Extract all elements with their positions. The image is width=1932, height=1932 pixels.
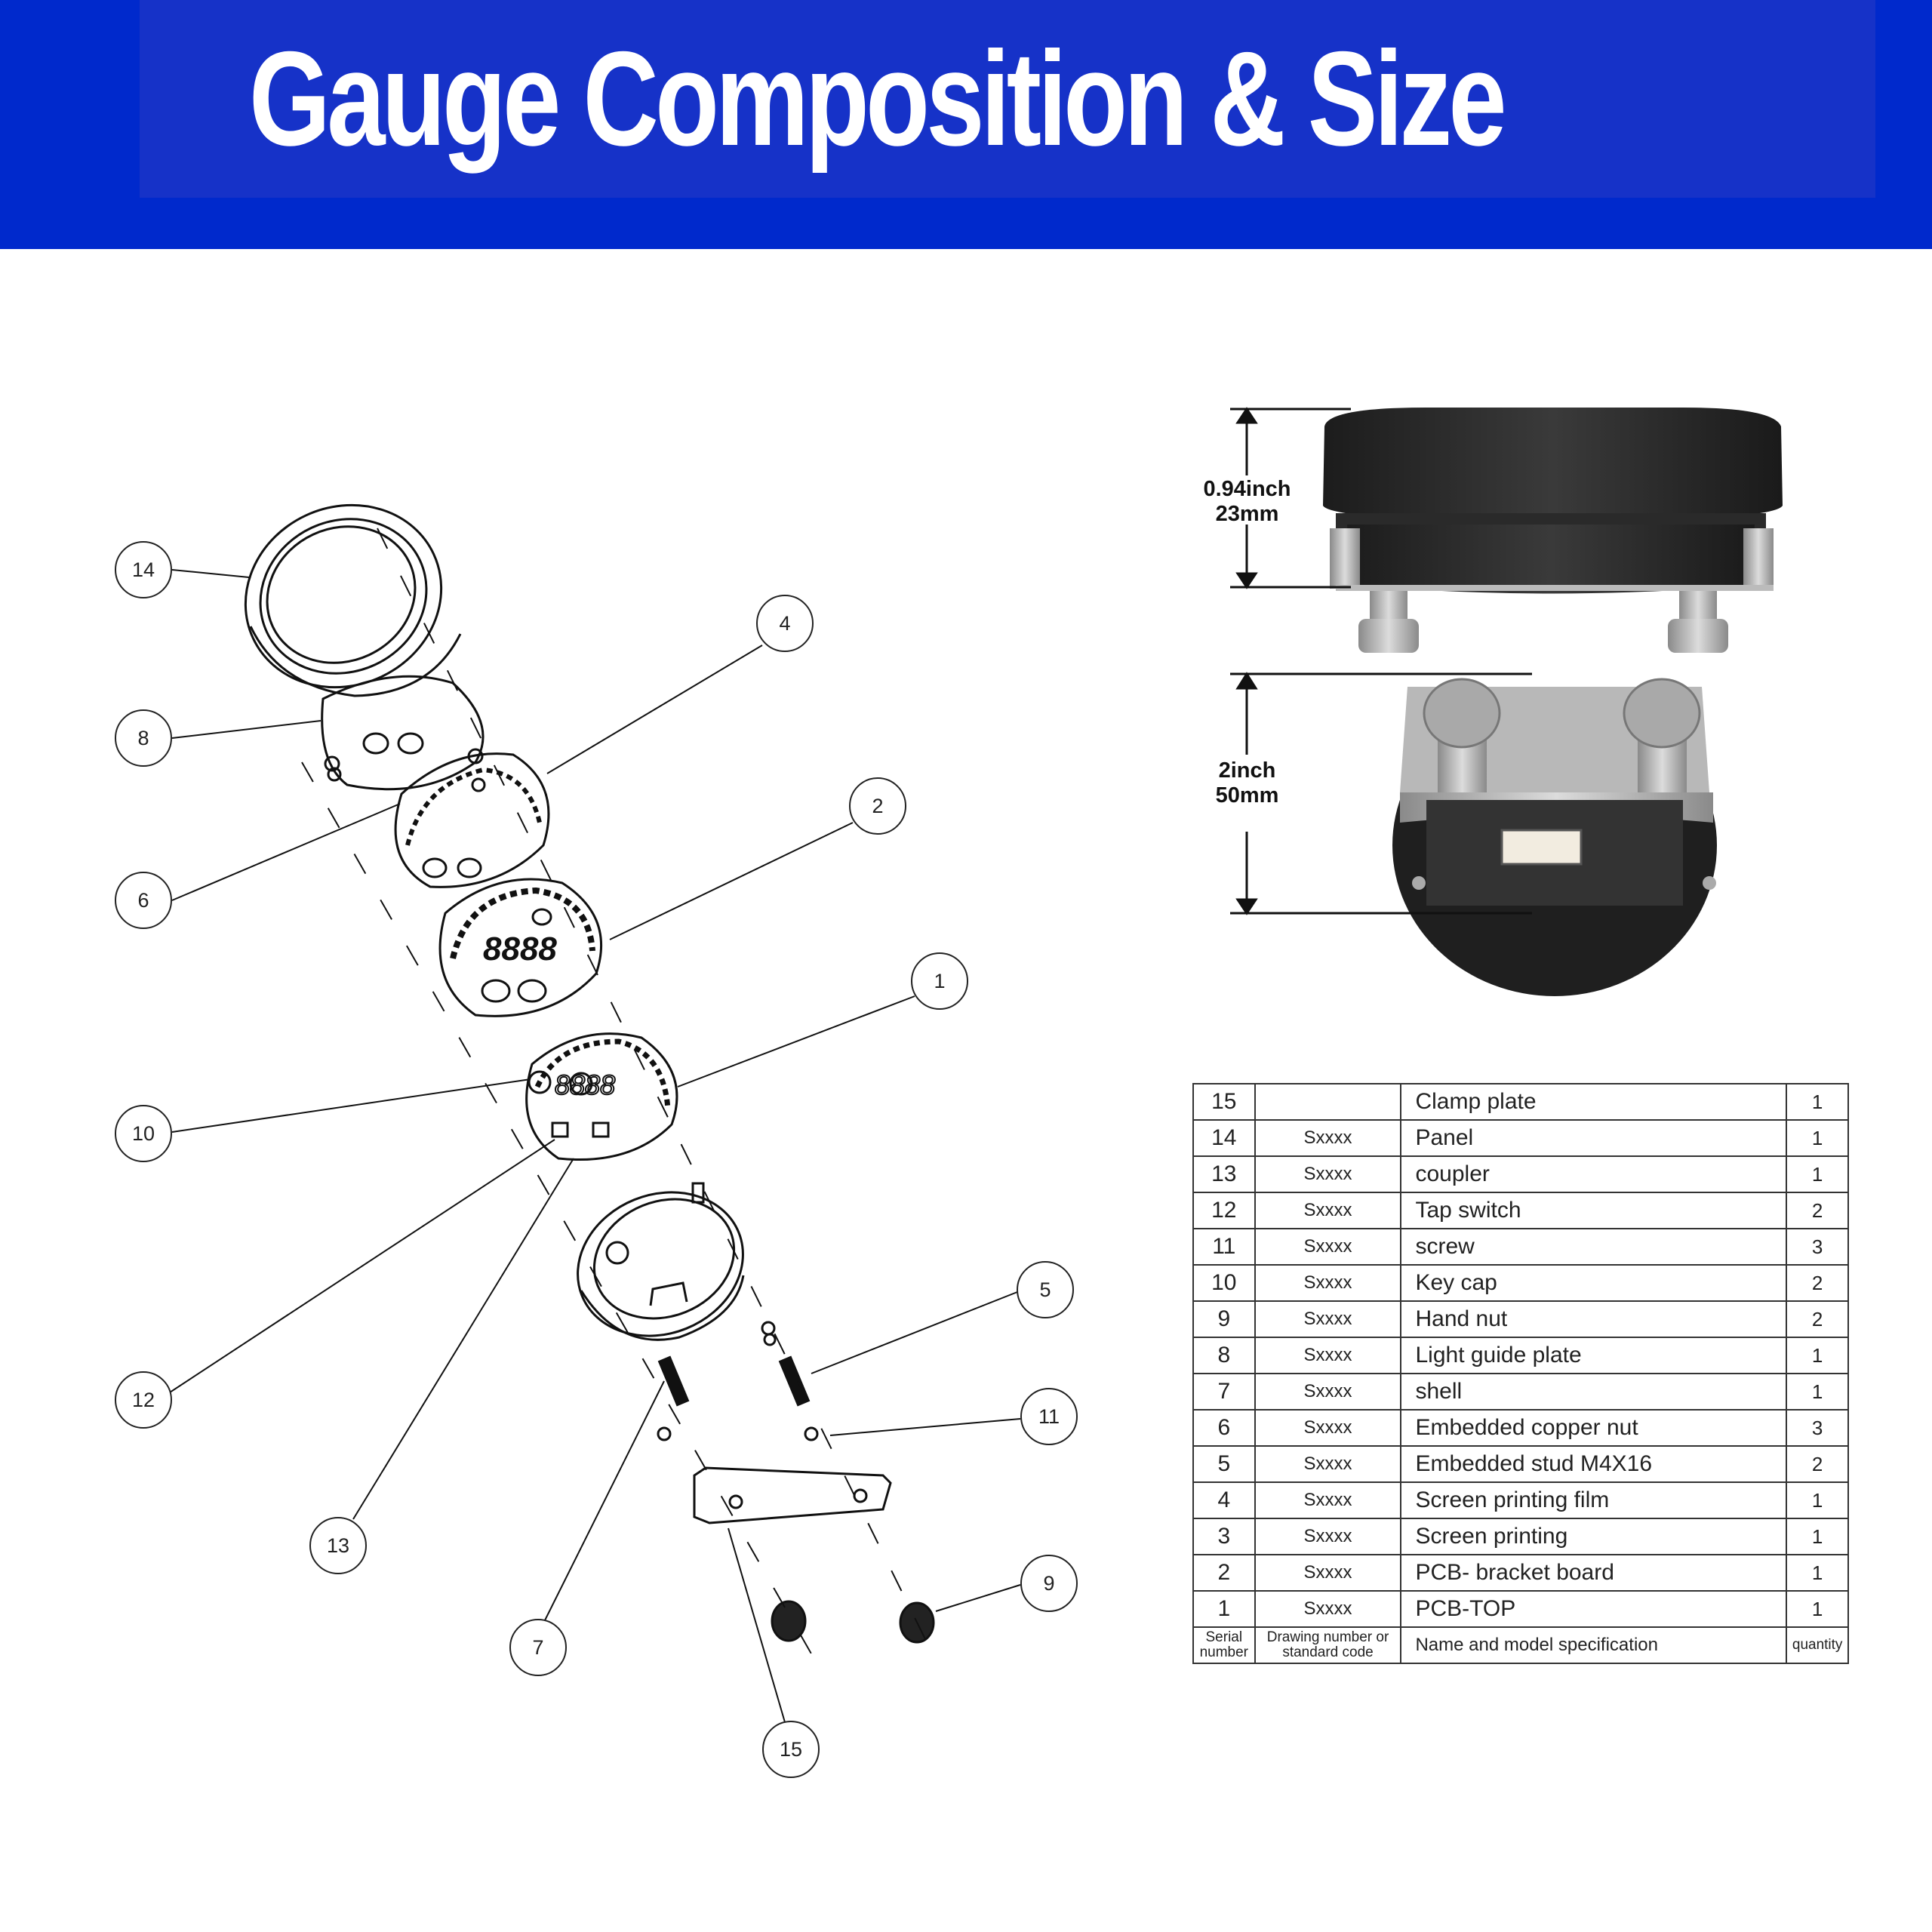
pcb-top-part: 8888 (525, 1032, 678, 1161)
callout-7: 7 (509, 1619, 567, 1676)
callout-8: 8 (115, 709, 172, 767)
gauge-bottom-photo (1392, 678, 1717, 996)
header-qty: quantity (1786, 1626, 1849, 1664)
height-inch: 0.94inch (1203, 477, 1291, 501)
pcb-bracket-board-part: 8888 (438, 878, 602, 1017)
embedded-stud-part (657, 1355, 811, 1407)
clamp-plate-part (693, 1466, 892, 1524)
callout-9: 9 (1020, 1555, 1078, 1612)
callout-11: 11 (1020, 1388, 1078, 1445)
callout-5: 5 (1017, 1261, 1074, 1318)
callout-2: 2 (849, 777, 906, 835)
dimension-lines (1230, 407, 1532, 915)
light-guide-plate-part (321, 675, 485, 791)
hand-nut-part (771, 1600, 935, 1644)
height-mm: 23mm (1215, 502, 1279, 527)
gauge-photos (1230, 407, 1783, 996)
diameter-mm: 50mm (1215, 783, 1279, 808)
callout-1: 1 (911, 952, 968, 1010)
panel-bezel-part (244, 503, 462, 697)
screw-part (657, 1321, 819, 1441)
page-title: Gauge Composition & Size (249, 23, 1507, 174)
diameter-inch: 2inch (1218, 758, 1276, 783)
callout-12: 12 (115, 1371, 172, 1429)
screen-printing-film-part (394, 752, 550, 888)
header-name: Name and model specification (1400, 1626, 1788, 1664)
diameter-dimension-label: 2inch 50mm (1189, 758, 1306, 809)
gauge-side-photo (1323, 408, 1783, 653)
height-dimension-label: 0.94inch 23mm (1189, 477, 1306, 528)
assembly-axes (301, 528, 929, 1661)
callout-6: 6 (115, 872, 172, 929)
svg-text:8888: 8888 (483, 931, 557, 968)
callout-14: 14 (115, 541, 172, 598)
exploded-view-diagram: 8888 8888 (169, 503, 1021, 1723)
shell-part (577, 1182, 745, 1341)
svg-text:8888: 8888 (555, 1069, 615, 1100)
leader-lines (169, 569, 1021, 1723)
callout-10: 10 (115, 1105, 172, 1162)
callout-13: 13 (309, 1517, 367, 1574)
callout-4: 4 (756, 595, 814, 652)
callout-15: 15 (762, 1721, 820, 1778)
title-banner: Gauge Composition & Size (0, 0, 1932, 249)
title-banner-inner: Gauge Composition & Size (140, 0, 1875, 198)
